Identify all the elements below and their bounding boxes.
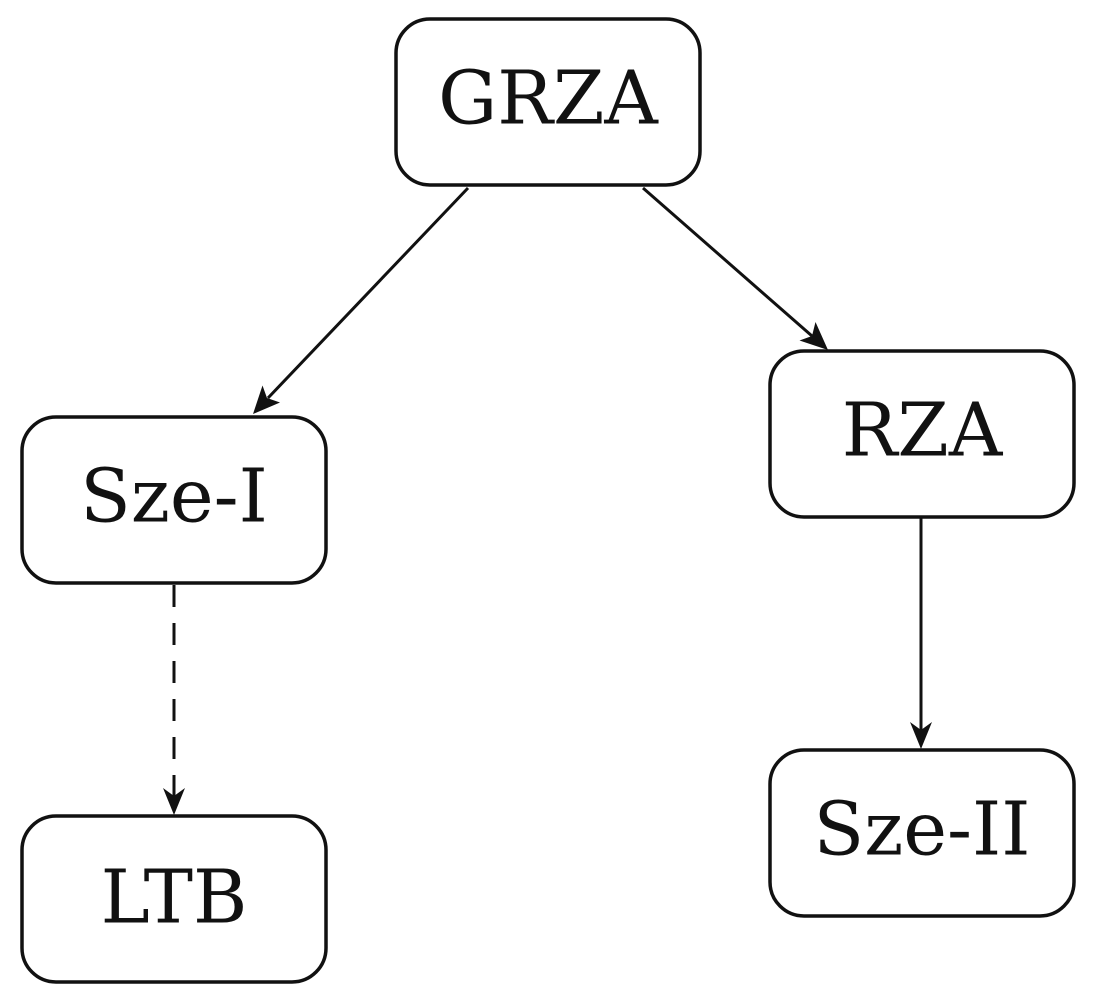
node-box-grza bbox=[394, 17, 702, 187]
arrowhead-sze1-to-ltb bbox=[163, 788, 185, 815]
node-label-sze1: Sze-I bbox=[80, 453, 268, 539]
node-rza: RZA bbox=[768, 349, 1076, 519]
node-grza: GRZA bbox=[394, 17, 702, 187]
node-box-rza bbox=[768, 349, 1076, 519]
edge-grza-to-sze1 bbox=[266, 186, 470, 400]
node-box-ltb bbox=[20, 814, 328, 984]
arrowhead-rza-to-sze2 bbox=[910, 722, 932, 749]
node-label-sze2: Sze-II bbox=[814, 786, 1031, 872]
node-box-sze2 bbox=[768, 748, 1076, 918]
edges bbox=[163, 186, 932, 815]
node-box-sze1 bbox=[20, 415, 328, 585]
node-ltb: LTB bbox=[20, 814, 328, 984]
edge-grza-to-rza bbox=[642, 186, 813, 338]
arrowhead-grza-to-sze1 bbox=[253, 385, 280, 414]
arrowhead-grza-to-rza bbox=[799, 322, 828, 350]
node-label-rza: RZA bbox=[842, 387, 1004, 473]
node-sze2: Sze-II bbox=[768, 748, 1076, 918]
node-label-grza: GRZA bbox=[438, 55, 659, 141]
node-sze1: Sze-I bbox=[20, 415, 328, 585]
node-label-ltb: LTB bbox=[101, 854, 248, 940]
